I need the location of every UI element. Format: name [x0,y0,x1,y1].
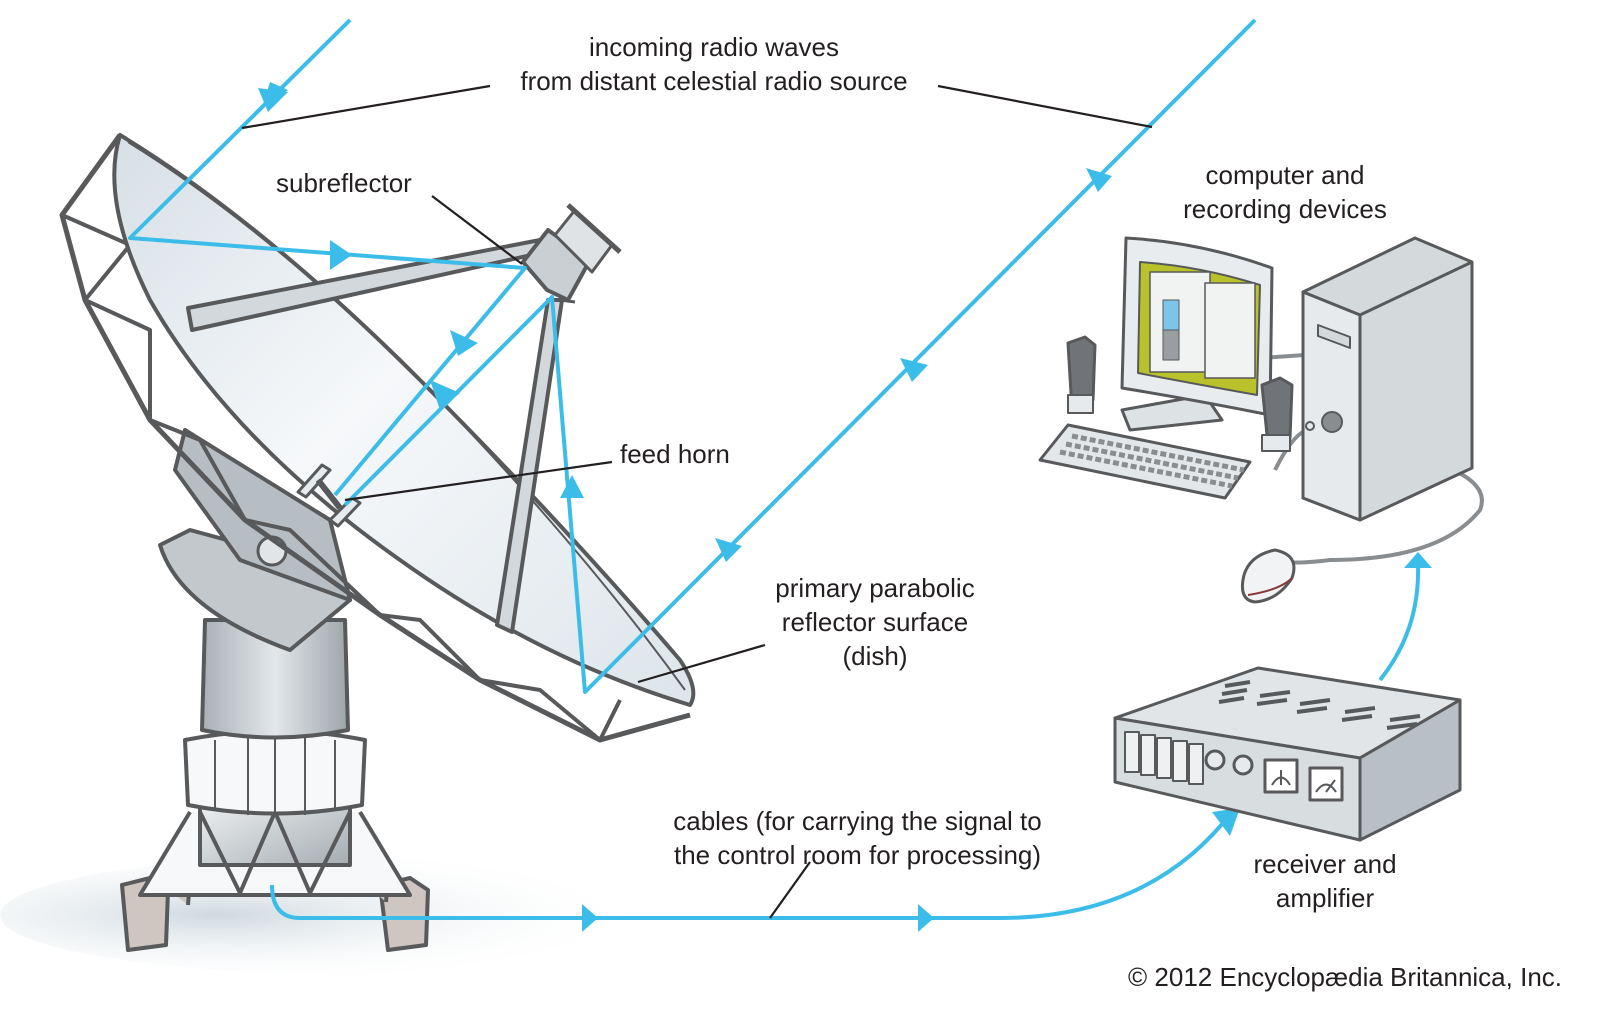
monitor-stand [1120,393,1224,432]
receiver-amplifier [1113,666,1462,842]
label-subreflector: subreflector [276,168,412,198]
label-line: incoming radio waves [588,32,839,62]
label-line: the control room for processing) [673,840,1042,870]
arrow-icon [450,330,478,356]
signal-arrows [258,82,1432,932]
label-line: recording devices [1183,194,1387,224]
label-line: receiver and [1253,849,1397,879]
pc-fan-grille [1321,411,1343,433]
radio-telescope [59,133,696,952]
leader-feed-horn [344,460,613,502]
screen-window [1149,271,1211,373]
arrow-icon [1404,552,1432,568]
leader-incoming-left [241,84,491,130]
label-receiver: receiver and amplifier [1235,847,1415,915]
tower [200,618,350,740]
dial-knob [1232,754,1254,776]
arrow-icon [330,240,352,270]
mount-bracket [158,528,352,652]
arrow-icon [258,88,288,112]
leader-lines [241,84,1153,919]
cable-to-receiver [270,810,1234,920]
label-computer: computer and recording devices [1160,158,1410,226]
keyboard [1038,423,1252,500]
leader-cables [769,861,811,919]
label-primary-reflector: primary parabolic reflector surface (dis… [755,571,995,673]
arrow-icon [560,475,584,498]
label-line: amplifier [1275,883,1375,913]
arrow-icon [900,358,928,382]
arrow-icon [918,904,934,932]
leader-subreflector [431,195,523,265]
plug-in-modules [1124,731,1204,785]
label-feed-horn: feed horn [620,439,730,469]
label-line: (dish) [842,641,908,671]
label-cables: cables (for carrying the signal to the c… [645,804,1070,872]
dial-knob [1204,749,1226,771]
label-incoming-radio-waves: incoming radio waves from distant celest… [490,30,938,98]
subreflector-housing [521,228,592,302]
label-line: cables (for carrying the signal to [673,806,1042,836]
arrow-icon [582,904,598,932]
computer-setup [1038,236,1484,604]
vent-slots [1218,680,1421,730]
screen-image [1162,299,1180,331]
label-line: computer and [1205,160,1365,190]
label-line: reflector surface [781,607,969,637]
leader-primary-dish [637,643,766,684]
pc-power-button [1305,421,1315,431]
arrow-icon [715,538,742,562]
arrow-icon [1086,168,1112,192]
arrow-icon [430,380,460,410]
copyright-notice: © 2012 Encyclopædia Britannica, Inc. [1128,962,1562,992]
label-line: from distant celestial radio source [520,66,908,96]
feed-horn [296,463,362,528]
incoming-ray-left [128,18,527,497]
arrow-icon [1212,808,1240,836]
receiver-to-computer [1378,564,1421,682]
screen-window [1204,282,1256,379]
label-line: primary parabolic [775,573,975,603]
leader-incoming-right [937,84,1153,129]
